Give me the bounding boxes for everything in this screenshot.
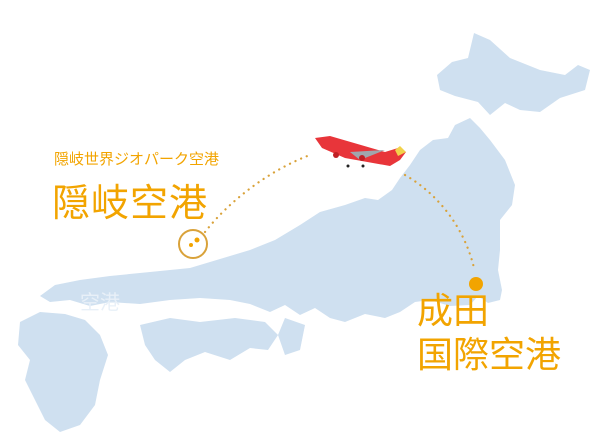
narita-label-line2: 国際空港 bbox=[417, 335, 562, 376]
faded-airport-label: 空港 bbox=[80, 290, 120, 314]
oki-island bbox=[189, 243, 193, 247]
airplane-icon bbox=[315, 136, 406, 168]
shikoku bbox=[140, 318, 278, 372]
awaji-kii bbox=[278, 318, 305, 355]
oki-island bbox=[194, 237, 200, 243]
narita-airport-marker bbox=[469, 277, 483, 291]
hokkaido bbox=[437, 33, 590, 115]
oki-airport-title: 隠岐空港 bbox=[52, 181, 209, 225]
route-line bbox=[203, 153, 312, 234]
honshu bbox=[40, 118, 515, 322]
kyushu bbox=[18, 312, 108, 432]
route-line bbox=[403, 173, 476, 270]
oki-airport-subtitle: 隠岐世界ジオパーク空港 bbox=[54, 150, 220, 168]
narita-label-line1: 成田 bbox=[417, 291, 490, 332]
oki-airport-marker bbox=[178, 229, 208, 259]
